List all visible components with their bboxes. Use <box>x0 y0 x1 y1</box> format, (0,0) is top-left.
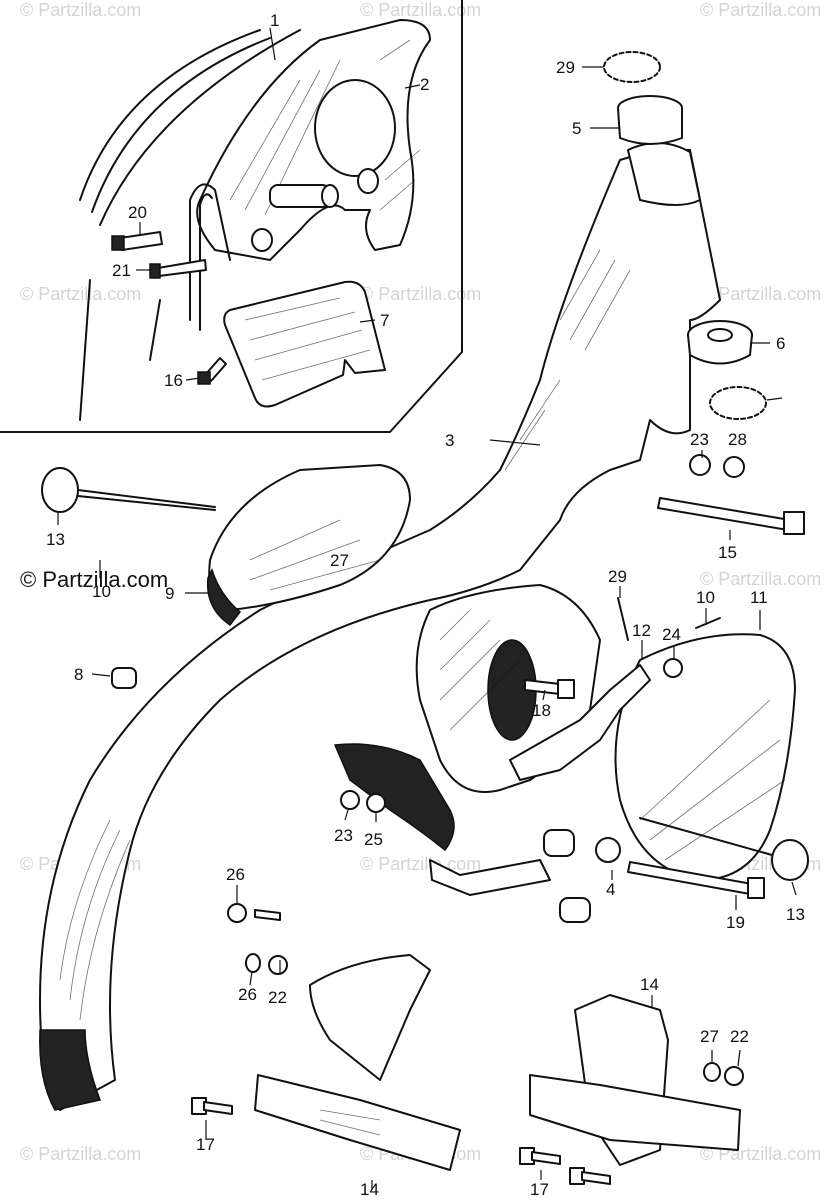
part-2-bracket <box>196 19 431 261</box>
watermark: © Partzilla.com <box>360 854 481 874</box>
watermark: © Partzilla.com <box>700 569 821 589</box>
part-12-bracket <box>509 664 651 781</box>
callout-9: 9 <box>165 584 174 603</box>
part-13-knob-right <box>639 817 809 881</box>
callout-16: 16 <box>164 371 183 390</box>
callout-29: 29 <box>556 58 575 77</box>
watermark: © Partzilla.com <box>360 0 481 20</box>
watermark: © Partzilla.com <box>20 284 141 304</box>
callout-11: 11 <box>750 588 768 607</box>
part-19-bolt <box>627 861 765 899</box>
part-7-plate <box>223 280 386 408</box>
callout-28: 29 <box>608 567 627 586</box>
callout-26: 26 <box>226 865 245 884</box>
brand-watermark: © Partzilla.com <box>20 567 168 592</box>
part-1-fender-edge <box>79 29 301 421</box>
watermark: © Partzilla.com <box>360 284 481 304</box>
callout-8: 8 <box>74 665 83 684</box>
callout-27: 28 <box>728 430 747 449</box>
callout-17: 17 <box>196 1135 215 1154</box>
part-18-bolt <box>524 679 575 699</box>
part-5-cup <box>617 95 683 145</box>
watermark: © Partzilla.com <box>700 284 821 304</box>
callout-24: 24 <box>662 625 681 644</box>
callout-2: 2 <box>420 75 429 94</box>
part-9-side-cover <box>206 464 411 627</box>
part-29-ball-race <box>603 51 767 420</box>
frame-lower-bracket <box>333 743 551 896</box>
callout-13: 13 <box>786 905 805 924</box>
part-14-bracket-left <box>254 954 461 1171</box>
small-fasteners <box>227 597 744 1086</box>
leader-lines <box>57 27 797 1190</box>
callout-5: 5 <box>572 119 581 138</box>
part-3-frame <box>39 141 721 1111</box>
callout-13: 13 <box>46 530 65 549</box>
callout-labels: 1 2 3 4 5 6 7 8 9 10 10 11 12 13 13 14 1… <box>46 11 805 1199</box>
callout-23: 23 <box>334 826 353 845</box>
inset-spacers <box>189 168 379 331</box>
callout-23: 23 <box>690 430 709 449</box>
callout-17: 17 <box>530 1180 549 1199</box>
callout-19: 19 <box>726 913 745 932</box>
part-17-bolts <box>191 1097 611 1185</box>
callout-15: 15 <box>718 543 737 562</box>
callout-14: 14 <box>640 975 659 994</box>
callout-27: 27 <box>330 551 349 570</box>
callout-22: 22 <box>268 988 287 1007</box>
callout-10: 10 <box>92 582 111 601</box>
inset-frame <box>0 0 463 433</box>
callout-21: 21 <box>112 261 131 280</box>
callout-6: 6 <box>776 334 785 353</box>
washers-upper <box>689 454 745 478</box>
watermark: © Partzilla.com <box>20 1144 141 1164</box>
callout-18: 18 <box>532 701 551 720</box>
callout-20: 20 <box>128 203 147 222</box>
part-6-top-nut <box>687 320 753 365</box>
callout-10: 10 <box>696 588 715 607</box>
callout-25: 25 <box>364 830 383 849</box>
callout-3: 3 <box>445 431 454 450</box>
watermark: © Partzilla.com <box>700 0 821 20</box>
callout-4: 4 <box>606 880 615 899</box>
callout-1: 1 <box>270 11 279 30</box>
part-8-grommet <box>111 667 137 689</box>
callout-14: 14 <box>360 1180 379 1199</box>
inset-bolts <box>111 231 227 385</box>
callout-7: 7 <box>380 311 389 330</box>
callout-12: 12 <box>632 621 651 640</box>
watermark: © Partzilla.com <box>20 0 141 20</box>
callout-22: 22 <box>730 1027 749 1046</box>
part-4-spacer <box>543 829 621 923</box>
part-15-bolt <box>657 497 805 535</box>
callout-26: 27 <box>700 1027 719 1046</box>
part-13-knob-left <box>41 467 216 513</box>
part-11-side-cover <box>614 633 796 881</box>
callout-26: 26 <box>238 985 257 1004</box>
part-14-bracket-right <box>529 994 741 1166</box>
